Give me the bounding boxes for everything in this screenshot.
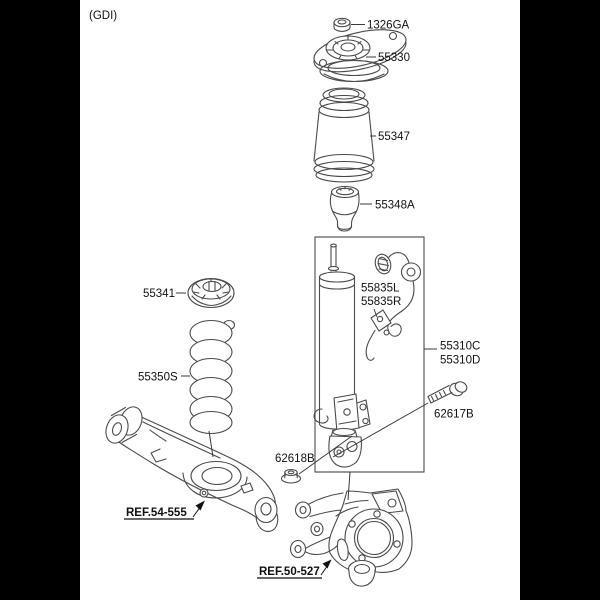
leader-flange-nut: [298, 435, 353, 475]
shock-assembly-box: [314, 236, 425, 473]
label-shock-absorber-d: 55310D: [440, 355, 480, 367]
shock-absorber-part: [313, 243, 371, 468]
coil-spring-part: [189, 319, 236, 435]
leader-mount-bolt: [332, 402, 429, 458]
ref-rear-arm-arrow: [124, 500, 205, 520]
variant-label: (GDI): [89, 10, 117, 22]
label-spring-pad: 55341: [143, 288, 175, 300]
label-wire-bracket-right: 55835R: [361, 296, 401, 308]
label-top-nut: 1326GA: [367, 20, 410, 32]
label-mount-bolt: 62617B: [434, 409, 474, 421]
label-shock-absorber-c: 55310C: [440, 341, 480, 353]
dust-cover-part: [313, 87, 375, 183]
callout-labels: (GDI) 1326GA 55330 55347 55348A 55341 55…: [89, 10, 480, 578]
label-ref-axle-knuckle: REF.50-527: [259, 566, 320, 578]
strut-mount-part: [313, 29, 407, 83]
label-bump-stopper: 55348A: [375, 200, 415, 212]
label-strut-mount: 55330: [378, 52, 410, 64]
leader-sensor-wire: [373, 308, 378, 318]
parts-artwork: [105, 17, 468, 587]
label-flange-nut: 62618B: [275, 453, 315, 465]
leader-spring-to-arm: [208, 430, 214, 458]
leader-box-to-knuckle: [347, 471, 351, 501]
top-nut-part: [333, 17, 351, 32]
callout-lines: [124, 24, 437, 579]
knuckle-part: [289, 488, 413, 587]
label-dust-cover: 55347: [378, 131, 410, 143]
spring-pad-part: [187, 277, 235, 309]
diagram-canvas: [80, 0, 520, 600]
mount-bolt-part: [427, 381, 468, 404]
label-ref-rear-arm: REF.54-555: [126, 507, 187, 519]
label-wire-bracket-left: 55835L: [361, 283, 400, 295]
flange-nut-part: [280, 468, 302, 484]
lower-arm-part: [105, 406, 279, 532]
bump-stopper-part: [329, 185, 360, 232]
ref-knuckle-arrow: [257, 559, 332, 579]
label-coil-spring: 55350S: [138, 372, 178, 384]
